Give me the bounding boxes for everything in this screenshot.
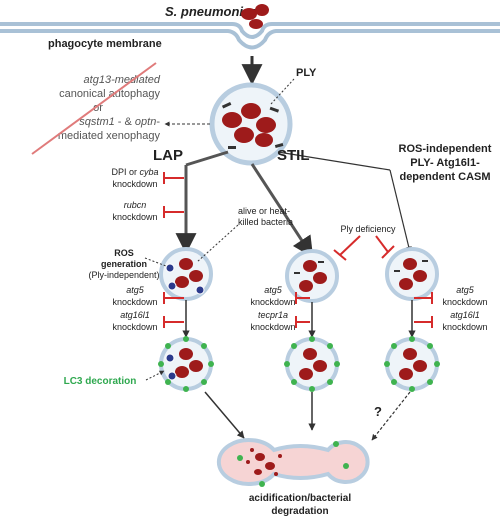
unknown-marker: ? — [374, 404, 382, 419]
stil-tecpr1a-knockdown: knockdown — [250, 322, 295, 332]
casm-atg16l1-gene: atg16l1 — [450, 310, 480, 320]
casm-label-3: dependent CASM — [399, 171, 490, 183]
hyphen-text: - — [156, 116, 160, 128]
casm-label-1: ROS-independent — [399, 143, 492, 155]
or-text: or — [93, 102, 103, 114]
lap-atg5-inhibitor: atg5 knockdown — [112, 285, 184, 307]
casm-arrow — [389, 169, 412, 253]
lap-ros-phagosome — [159, 247, 213, 301]
tecpr1a-gene: tecpr1a — [258, 310, 288, 320]
lc3-decoration-label: LC3 decoration — [64, 376, 137, 387]
stil-atg5-knockdown: knockdown — [250, 297, 295, 307]
casm-lc3-phagosome — [384, 336, 440, 392]
casm-atg16l1-inhibitor: atg16l1 knockdown — [414, 310, 488, 332]
casm-branch — [277, 151, 391, 171]
pathogen-title: S. pneumoniae — [165, 4, 257, 19]
ros-label-3: (Ply-independent) — [88, 270, 159, 280]
casm-phagosome — [385, 247, 439, 301]
ply-deficiency-label: Ply deficiency — [340, 224, 396, 234]
bacteria-pointer — [196, 224, 239, 263]
bacteria-note-2: killed bacteria — [238, 217, 293, 227]
rubcn-inhibitor: rubcn knockdown — [112, 200, 184, 222]
ros-label-2: generation — [101, 259, 147, 269]
rubcn-gene: rubcn — [124, 200, 147, 210]
casm-atg5-knockdown: knockdown — [442, 297, 487, 307]
svg-text:atg13-mediated: atg13-mediated — [84, 74, 161, 86]
crossed-out-autophagy: atg13-mediated canonical autophagy or sq… — [31, 62, 161, 155]
phagolysosome — [216, 438, 370, 487]
membrane-label: phagocyte membrane — [48, 38, 162, 50]
lap-branch — [185, 150, 229, 167]
atg13-gene: atg13-mediated — [84, 74, 161, 86]
entering-bacteria — [241, 4, 269, 29]
lc3-pointer — [145, 370, 165, 381]
casm-atg16l1-knockdown: knockdown — [442, 322, 487, 332]
optn-gene: optn — [135, 116, 156, 128]
dpi-knockdown: knockdown — [112, 179, 157, 189]
lap-label: LAP — [153, 147, 183, 164]
svg-text:sqstm1 - & optn-: sqstm1 - & optn- — [79, 116, 160, 128]
stil-phagosome — [285, 249, 339, 303]
and-text: - & — [115, 116, 135, 128]
phagocyte-membrane — [0, 22, 500, 50]
dpi-inhibitor: DPI or cyba knockdown — [111, 167, 184, 189]
stil-atg5-gene: atg5 — [264, 285, 283, 295]
lap-atg16l1-knockdown: knockdown — [112, 322, 157, 332]
lap-atg16l1-inhibitor: atg16l1 knockdown — [112, 310, 184, 332]
casm-atg5-inhibitor: atg5 knockdown — [414, 285, 488, 307]
ply-deficiency-inhibitor — [333, 235, 395, 261]
dpi-text: DPI or — [111, 167, 139, 177]
canonical-autophagy-text: canonical autophagy — [59, 88, 160, 100]
sqstm1-gene: sqstm1 — [79, 116, 114, 128]
outcome-label-2: degradation — [271, 506, 328, 517]
stil-tecpr1a-inhibitor: tecpr1a knockdown — [250, 310, 310, 332]
stil-label: STIL — [277, 147, 310, 164]
outcome-label-1: acidification/bacterial — [249, 493, 351, 504]
strike-line — [31, 62, 157, 155]
cyba-gene: cyba — [140, 167, 159, 177]
ply-pointer — [270, 78, 295, 105]
xenophagy-text: mediated xenophagy — [58, 130, 161, 142]
lap-atg5-gene: atg5 — [126, 285, 145, 295]
stil-lc3-phagosome — [284, 336, 340, 392]
lap-lc3-phagosome — [158, 336, 214, 392]
stil-arrow — [250, 163, 314, 258]
lap-atg16l1-gene: atg16l1 — [120, 310, 150, 320]
ply-label: PLY — [296, 67, 317, 79]
stil-atg5-inhibitor: atg5 knockdown — [250, 285, 310, 307]
lap-atg5-knockdown: knockdown — [112, 297, 157, 307]
lap-degradation-arrow — [204, 391, 245, 439]
svg-text:DPI or cyba: DPI or cyba — [111, 167, 158, 177]
rubcn-knockdown: knockdown — [112, 212, 157, 222]
phagosome-main — [209, 82, 293, 166]
ros-label-1: ROS — [114, 248, 134, 258]
casm-label-2: PLY- Atg16l1- — [410, 157, 480, 169]
casm-degradation-arrow — [371, 391, 411, 441]
casm-atg5-gene: atg5 — [456, 285, 475, 295]
bacteria-note-1: alive or heat- — [238, 206, 290, 216]
